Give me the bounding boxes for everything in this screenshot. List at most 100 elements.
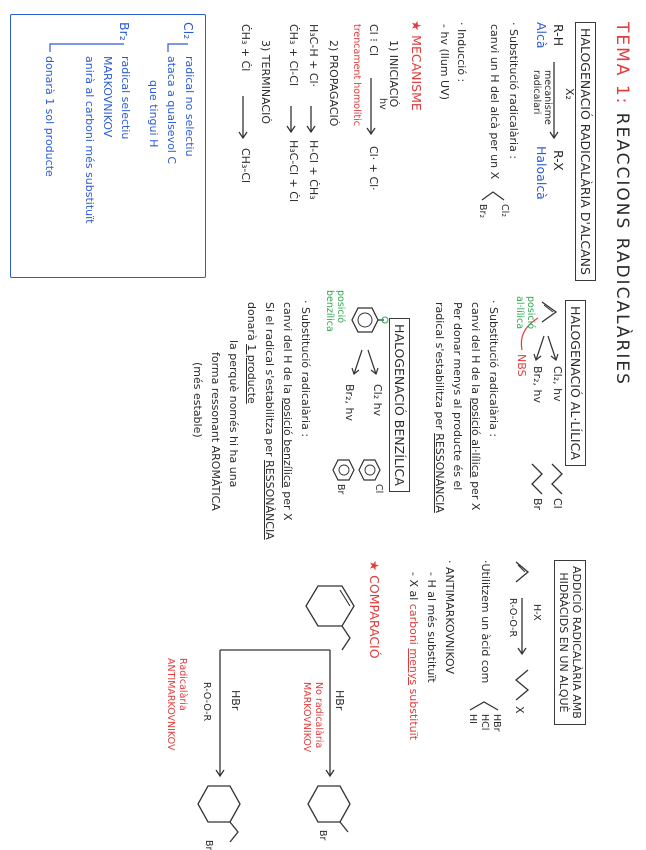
heading-benzylic: HALOGENACIÓ BENZÍLICA [389,318,410,492]
box-cl2-line-2: ataca a qualsevol C [165,56,178,165]
termination-arrow [238,96,248,140]
allylic-subst-line-4: radical s'estabilitza per RESSONÀNCIA [433,302,446,513]
allylic-subst-line-3: Per donar menys al producte és el [451,302,464,491]
allylic-subst-text: canvi del H de la posició al·lílica per … [469,302,482,510]
allylic-reagent-cl: Cl₂, hv [551,366,564,402]
addition-reagent: H-X [531,604,542,621]
benzylic-subst-3b: RESSONÀNCIA [263,460,276,540]
product-markovnikov-br: Br [317,830,328,841]
comparison-roor: R-O-O-R [201,682,212,722]
allylic-product-br: Br [531,498,544,511]
benzylic-label-1: posició [335,290,346,324]
benzylic-subst-line-7: (més estable) [191,362,204,438]
propagation-1-left: H₃C-H + Cl· [307,24,320,88]
addition-scheme [514,561,530,701]
allylic-reagent-br: Br₂, hv [531,366,544,403]
step-termination: 3) TERMINACIÓ [259,40,272,124]
addition-product: X [513,706,526,714]
benzylic-subst-4b: 1 producte [245,344,258,404]
anti-rule-1: - H al més substituït [425,572,438,683]
allylic-subst-4a: radical s'estabilitza per [433,302,446,430]
addition-conditions: R-O-O-R [507,598,518,638]
allylic-label-1: posició [525,296,536,330]
box-br2-line-1: radical selectiu [119,56,132,140]
benzylic-subst-2a: canvi del H de la [281,302,294,394]
anti-rule-2a: - X al [407,572,420,601]
page-title: TEMA 1: REACCIONS RADICALÀRIES [612,22,632,386]
allylic-subst-c: per X [469,481,482,511]
induction-text: - hv (llum UV) [438,24,451,100]
title-rest: REACCIONS RADICALÀRIES [612,112,632,386]
comparison-scheme [197,585,355,843]
acid-hbr: HBr [491,714,502,732]
box-br2-line-3: anirà al carboni més substituït [83,56,96,224]
box-cl2-line-3: que tingui H [147,80,160,148]
allylic-subst-b: posició al·lílica [469,397,482,478]
box-br2-line-4: donarà 1 sol producte [43,56,56,177]
propagation-2-right: H₃C-Cl + Ċl [287,140,300,203]
benzylic-subst-2c: per X [281,491,294,521]
mechanism-heading: ★ MECANISME [409,20,424,111]
acid-hcl: HCl [479,714,490,731]
termination-left: ĊH₃ + Ċl [239,24,252,72]
non-radical-1: No radicalària [313,682,324,749]
benzylic-subst-3a: Si el radical s'estabilitza per [263,302,276,457]
anti-rule-2b: carboni [407,603,420,645]
product: R-X [551,150,566,171]
acid-usage: ·Utilitzem un àcid com [479,560,492,684]
anti-markovnikov: · ANTIMARKOVNIKOV [443,560,456,675]
allylic-nbs: NBS [515,354,528,377]
box-br2-line-2: MARKOVNIKOV [101,56,114,138]
propagation-1-arrow [306,106,316,134]
termination-right: CH₃-Cl [239,148,252,184]
benzylic-reagent-br: Br₂, hv [343,384,356,421]
benzylic-label-2: benzílica [324,290,335,332]
benzylic-subst-line-4: donarà 1 producte [245,302,258,404]
subst-br2: Br₂ [477,204,488,219]
conditions-1: mecanisme [542,70,553,125]
branch-bracket [481,191,505,201]
benzylic-subst-line-5: la perquè només hi ha una [227,340,240,488]
induction-label: · Inducció : [455,22,468,83]
benzylic-scheme [332,307,389,481]
homolytic-note: trencament homolític [351,24,362,126]
radical-2: ANTIMARKOVNIKOV [165,658,176,751]
step-propagation: 2) PROPAGACIÓ [327,40,340,127]
heading-radical-addition-1: ADDICIÓ RADICALÀRIA AMB [570,566,583,719]
allylic-subst-label: · Substitució radicalària : [487,300,500,438]
acid-bracket [469,701,499,711]
allylic-subst-a: canvi del H de la [469,302,482,394]
box-br2: Br₂ [117,22,132,41]
allylic-subst-4b: RESSONÀNCIA [433,433,446,513]
comparison-hbr-top: HBr [333,690,346,711]
heading-alkane-halogenation: HALOGENACIÓ RADICALÀRIA D'ALCANS [575,22,596,281]
non-radical-2: MARKOVNIKOV [301,682,312,753]
product-antimarkovnikov-br: Br [203,840,214,850]
reagent: X₂ [563,88,576,100]
propagation-2-left: ĊH₃ + Cl-Cl [287,24,300,87]
anti-rule-2d: substituït [407,688,420,741]
initiation-left: Cl ⁝ Cl [367,24,380,56]
acid-hi: HI [467,714,478,724]
heading-radical-addition-2: HIDRÀCIDS EN UN ALQUÈ [557,572,570,713]
benzylic-subst-4a: donarà [245,302,258,341]
propagation-2-arrow [286,106,296,134]
product-name: Haloalcà [534,146,549,200]
comparison-heading: ★ COMPARACIÓ [367,560,382,659]
substitution-label: · Substitució radicalària : [507,22,520,160]
box-cl2-bracket [167,43,188,52]
radical-1: Radicalària [177,658,188,711]
benzylic-product-cl: Cl [373,484,384,494]
propagation-1-right: H-Cl + ĊH₃ [307,140,320,200]
initiation-right: Cl· + Cl· [367,146,380,191]
benzylic-product-br: Br [335,484,346,495]
heading-allylic: HALOGENACIÓ AL·LÍLICA [565,300,586,466]
reactant-name: Alcà [534,22,549,49]
substitution-text: canvi un H del alcà per un X [488,24,501,180]
box-br2-line-3-text: anirà al carboni més substituït [83,56,96,224]
anti-rule-2c: menys [407,648,420,686]
benzylic-reagent-cl: Cl₂ hv [371,384,384,417]
conditions-2: radicalari [531,70,542,115]
allylic-label-2: al·lílica [514,296,525,330]
